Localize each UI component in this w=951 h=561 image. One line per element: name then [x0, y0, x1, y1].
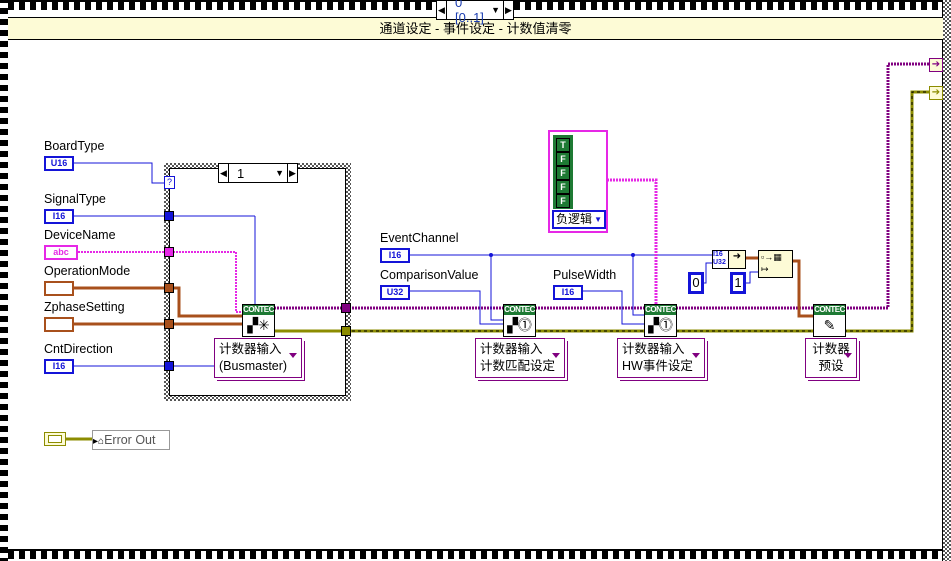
label-boardtype: BoardType [44, 139, 105, 153]
label-cntdir: CntDirection [44, 342, 113, 356]
wire-boolarray [607, 178, 658, 305]
dropdown-icon [552, 353, 560, 358]
case-selector[interactable]: ◀ 1 ▼ ▶ [218, 163, 298, 183]
sequence-frame-right [942, 0, 951, 561]
subvi-selector-preset[interactable]: 计数器预设 [805, 338, 857, 378]
control-cntdir[interactable]: I16 [44, 359, 74, 374]
increment-arrow-icon[interactable]: ▶ [503, 1, 513, 19]
sequence-frame-bottom [0, 549, 951, 559]
control-comparisonvalue[interactable]: U32 [380, 285, 410, 300]
init-icon: ▞✳ [247, 317, 270, 333]
sequence-selector[interactable]: ◀ 0 [0..1] ▼ ▶ [436, 0, 514, 25]
control-opmode[interactable] [44, 281, 74, 296]
subvi-selector-busmaster[interactable]: 计数器输入(Busmaster) [214, 338, 302, 378]
tunnel-cntdir [164, 361, 174, 371]
bundle-icon: ▫→▦↦ [761, 252, 782, 274]
control-signaltype[interactable]: I16 [44, 209, 74, 224]
refnum-output-tunnel: ➔ [929, 58, 943, 72]
dropdown-icon: ▼ [594, 215, 602, 224]
bool-element[interactable]: F [556, 152, 570, 166]
wire-comparison [410, 290, 504, 325]
error-output-tunnel: ➔ [929, 86, 943, 100]
pencil-icon: ✎ [823, 317, 836, 333]
control-devicename[interactable]: abc [44, 245, 78, 260]
dropdown-icon [844, 353, 852, 358]
label-devicename: DeviceName [44, 228, 116, 242]
control-pulsewidth[interactable]: I16 [553, 285, 583, 300]
compare-icon: ▞⓵ [507, 317, 532, 333]
logic-ring-constant[interactable]: 负逻辑▼ [552, 210, 606, 229]
decrement-arrow-icon[interactable]: ◀ [219, 164, 229, 182]
boolean-array-constant[interactable]: T F F F F 负逻辑▼ [548, 130, 608, 233]
hw-event-icon: ▞⓵ [648, 317, 673, 333]
dropdown-icon[interactable]: ▼ [491, 5, 500, 15]
tunnel-opmode [164, 283, 174, 293]
dropdown-icon [289, 353, 297, 358]
label-zphase: ZphaseSetting [44, 300, 125, 314]
arrow-up-icon: ▸⌂ [93, 436, 105, 447]
tunnel-devicename [164, 247, 174, 257]
case-structure [164, 163, 351, 401]
wire-cluster-out [790, 259, 814, 318]
tunnel-error-out [341, 326, 351, 336]
subvi-selector-compare[interactable]: 计数器输入计数匹配设定 [475, 338, 565, 378]
decrement-arrow-icon[interactable]: ◀ [437, 1, 447, 19]
arrow-icon: ➜ [732, 251, 742, 262]
bool-element[interactable]: F [556, 180, 570, 194]
wire-boardtype [74, 162, 166, 184]
case-selector-terminal[interactable]: ? [164, 176, 175, 189]
bool-element[interactable]: T [556, 138, 570, 152]
tunnel-zphase [164, 319, 174, 329]
constant-zero[interactable]: 0 [688, 272, 704, 294]
wire-pulsewidth [583, 290, 645, 325]
label-opmode: OperationMode [44, 264, 131, 278]
bundle-node[interactable]: ▫→▦↦ [758, 250, 793, 278]
error-out-indicator[interactable]: ▸⌂Error Out [92, 430, 170, 450]
sequence-selector-value: 0 [0..1] [455, 0, 484, 25]
tunnel-signaltype [164, 211, 174, 221]
control-eventchannel[interactable]: I16 [380, 248, 410, 263]
label-comparisonvalue: ComparisonValue [380, 268, 479, 282]
label-pulsewidth: PulseWidth [553, 268, 617, 282]
dropdown-icon [692, 353, 700, 358]
wire-refnum [274, 62, 930, 310]
subvi-hw-event-setting[interactable]: CONTEC▞⓵ [644, 304, 677, 337]
error-cluster-constant[interactable] [44, 432, 66, 446]
control-zphase[interactable] [44, 317, 74, 332]
subvi-compare-setting[interactable]: CONTEC▞⓵ [503, 304, 536, 337]
sequence-frame-left [0, 0, 8, 561]
case-selector-value: 1 [237, 165, 245, 181]
control-boardtype[interactable]: U16 [44, 156, 74, 171]
subvi-counter-init[interactable]: CONTEC▞✳ [242, 304, 275, 337]
constant-one[interactable]: 1 [730, 272, 746, 294]
tunnel-refnum-out [341, 303, 351, 313]
dropdown-icon[interactable]: ▼ [275, 168, 284, 178]
label-eventchannel: EventChannel [380, 231, 459, 245]
increment-arrow-icon[interactable]: ▶ [287, 164, 297, 182]
bool-element[interactable]: F [556, 166, 570, 180]
subvi-counter-preset[interactable]: CONTEC✎ [813, 304, 846, 337]
label-signaltype: SignalType [44, 192, 106, 206]
bool-element[interactable]: F [556, 194, 570, 208]
